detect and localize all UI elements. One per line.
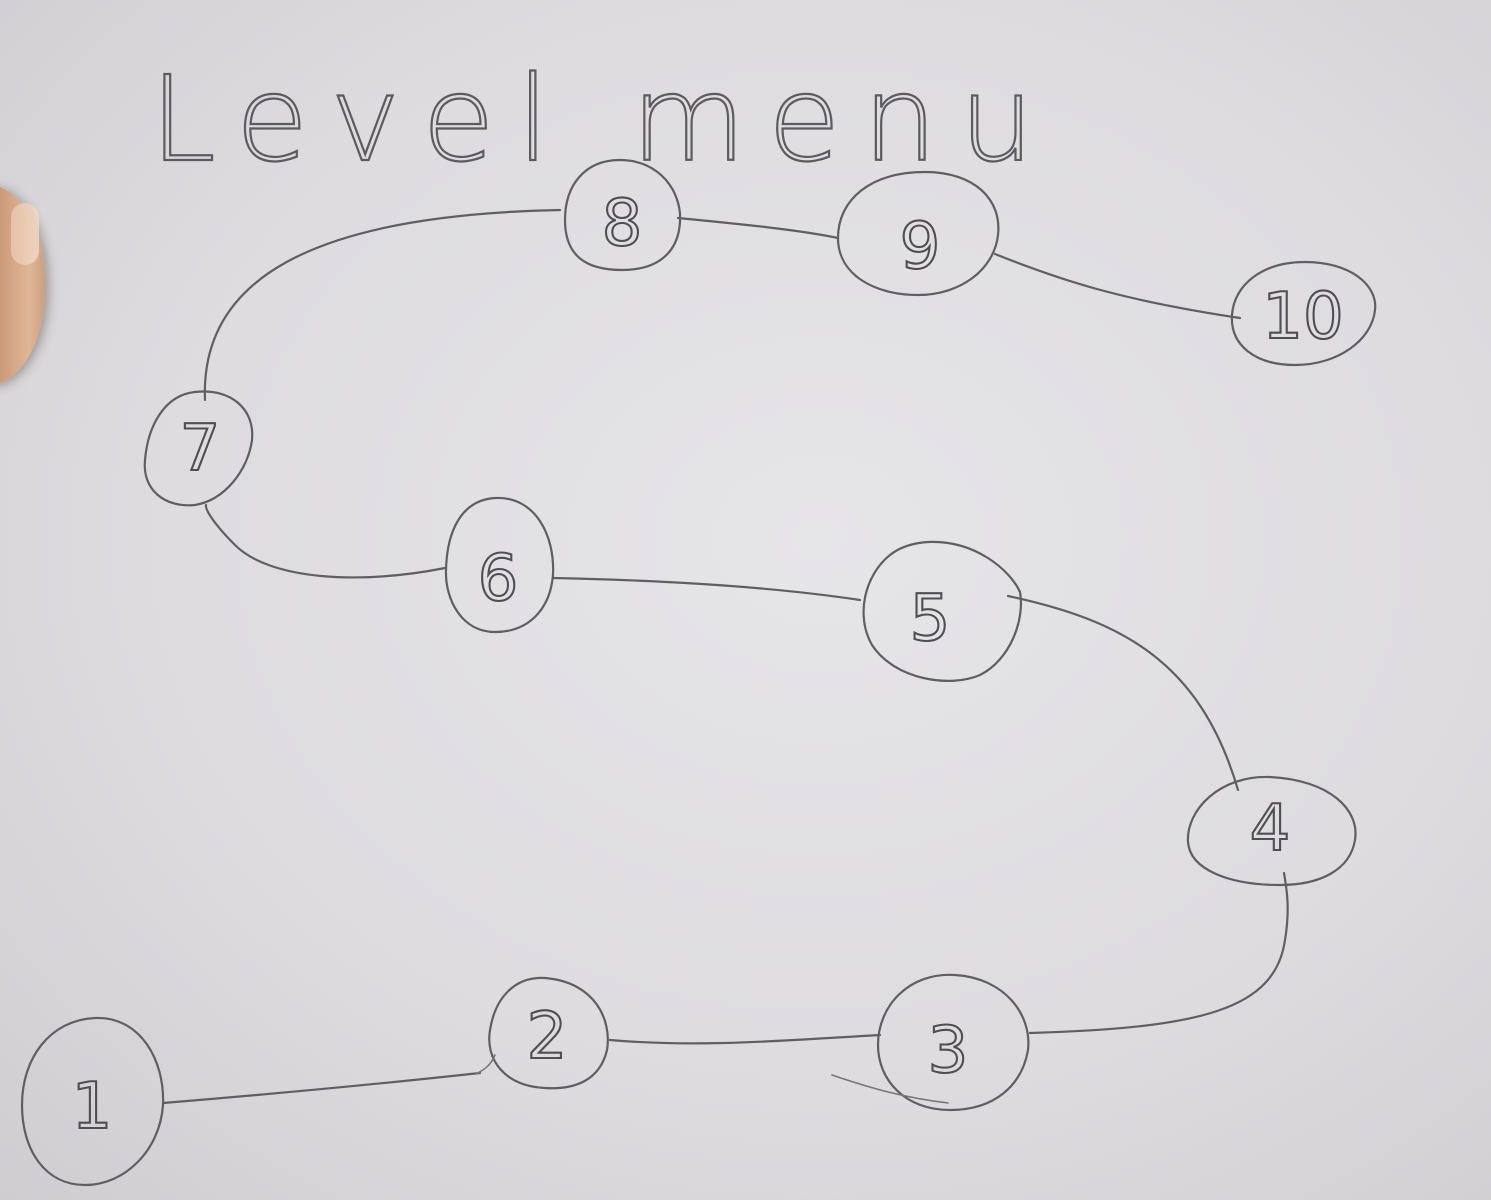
path-segment-2-3 xyxy=(608,1033,882,1045)
level-path xyxy=(161,208,1289,1105)
level-1-circle xyxy=(20,1016,165,1187)
level-2-node[interactable]: 2 xyxy=(475,976,609,1090)
level-1-label: 1 xyxy=(72,1070,113,1144)
level-3-label: 3 xyxy=(928,1014,969,1088)
fingernail xyxy=(11,203,39,265)
level-5-node[interactable]: 5 xyxy=(862,540,1022,682)
level-8-circle xyxy=(563,158,682,272)
level-2-sketch-tail xyxy=(475,1054,496,1075)
level-7-label: 7 xyxy=(180,412,221,486)
level-2-circle xyxy=(488,976,609,1090)
path-segment-7-8 xyxy=(203,208,562,402)
level-9-node[interactable]: 9 xyxy=(836,170,1000,297)
level-5-circle xyxy=(862,540,1022,682)
path-segment-4-5 xyxy=(1006,594,1240,792)
level-10-circle xyxy=(1230,260,1377,367)
path-segment-3-4 xyxy=(1028,871,1289,1035)
level-6-circle xyxy=(444,496,555,634)
path-segment-6-7 xyxy=(204,503,447,579)
level-5-label: 5 xyxy=(910,582,951,656)
level-7-circle xyxy=(143,390,254,507)
level-4-node[interactable]: 4 xyxy=(1186,775,1357,887)
level-3-node[interactable]: 3 xyxy=(831,973,1030,1112)
level-10-label: 10 xyxy=(1262,280,1343,354)
level-1-node[interactable]: 1 xyxy=(20,1016,165,1187)
level-2-label: 2 xyxy=(527,1000,568,1074)
level-6-label: 6 xyxy=(478,542,519,616)
path-segment-9-10 xyxy=(993,252,1242,320)
path-segment-1-2 xyxy=(161,1071,482,1105)
level-9-label: 9 xyxy=(900,210,941,284)
level-4-label: 4 xyxy=(1250,792,1291,866)
level-8-node[interactable]: 8 xyxy=(563,158,682,272)
level-4-circle xyxy=(1186,775,1357,887)
level-8-label: 8 xyxy=(602,187,643,261)
path-segment-5-6 xyxy=(551,576,862,602)
level-nodes: 1 2 3 4 5 6 7 8 xyxy=(20,158,1377,1187)
level-9-circle xyxy=(836,170,1000,297)
page-title: Level menu xyxy=(150,50,1056,188)
level-3-circle xyxy=(876,973,1030,1112)
level-3-sketch-tail xyxy=(831,1074,949,1104)
level-10-node[interactable]: 10 xyxy=(1230,260,1377,367)
path-segment-8-9 xyxy=(676,216,840,240)
level-6-node[interactable]: 6 xyxy=(444,496,555,634)
level-7-node[interactable]: 7 xyxy=(143,390,254,507)
